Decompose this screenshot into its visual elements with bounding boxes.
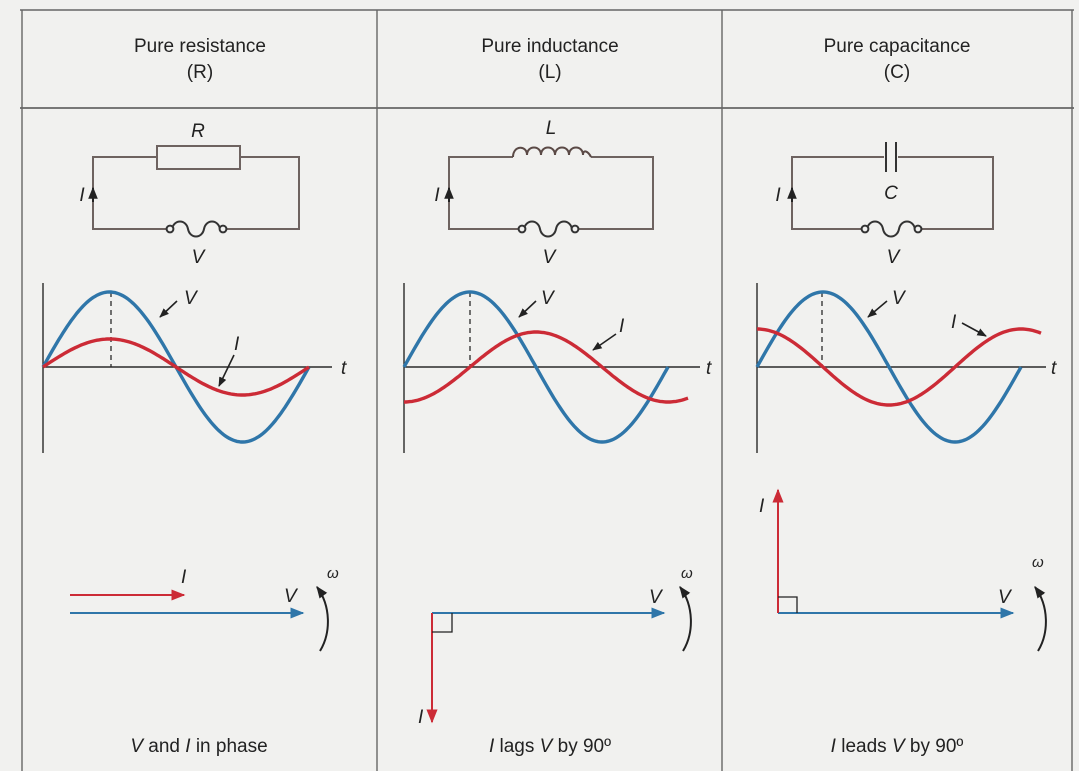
right-angle-marker [778, 596, 798, 613]
phasor-i-label-capacitance: I [759, 496, 765, 517]
resistor-symbol [156, 145, 241, 170]
peak-markers [110, 292, 823, 367]
time-axis-label-inductance: t [706, 358, 712, 379]
current-wave-resistance [42, 337, 310, 397]
wave-pointers [159, 300, 987, 387]
ac-source-symbol [523, 220, 573, 238]
rotation-arrow-icon [679, 586, 692, 652]
circuit-current-label-capacitance: I [775, 185, 781, 206]
voltage-wave-capacitance [755, 290, 1023, 444]
phasor-v-label-resistance: V [284, 586, 299, 607]
omega-label-resistance: ω [327, 565, 339, 582]
caption-inductance: I lags V by 90º [489, 736, 611, 757]
phasor-i-label-resistance: I [181, 567, 187, 588]
circuit-source-label-resistance: V [192, 247, 207, 268]
time-axis-label-resistance: t [341, 358, 347, 379]
time-axis-label-capacitance: t [1051, 358, 1057, 379]
omega-label-capacitance: ω [1032, 554, 1044, 571]
component-label-resistance: R [191, 121, 205, 142]
phasor-i-label-inductance: I [418, 707, 424, 728]
ac-source-symbol [171, 220, 221, 238]
rotation-arrow-icon [1034, 586, 1047, 652]
rotation-arrow-icon [316, 586, 329, 652]
right-angle-marker [432, 613, 453, 633]
phasor-v-label-inductance: V [649, 587, 664, 608]
wave-v-label-resistance: V [184, 288, 199, 309]
ac-source-symbol [866, 220, 916, 238]
current-wave-capacitance [757, 327, 1042, 407]
circuit-resistance [88, 145, 300, 238]
current-wave-inductance [404, 330, 689, 404]
component-label-capacitance: C [884, 183, 898, 204]
caption-capacitance: I leads V by 90º [831, 736, 964, 757]
wave-axes [42, 283, 1046, 453]
wave-i-label-inductance: I [619, 316, 625, 337]
circuit-source-label-inductance: V [543, 247, 558, 268]
circuit-source-label-capacitance: V [887, 247, 902, 268]
voltage-wave-inductance [402, 290, 670, 444]
circuit-current-label-resistance: I [79, 185, 85, 206]
circuit-current-label-inductance: I [434, 185, 440, 206]
caption-resistance: V and I in phase [130, 736, 267, 757]
header-symbol-inductance: (L) [538, 62, 561, 83]
header-symbol-resistance: (R) [187, 62, 213, 83]
phasor-v-label-capacitance: V [998, 587, 1013, 608]
component-label-inductance: L [546, 118, 557, 139]
circuit-inductance [444, 146, 654, 238]
wave-v-label-inductance: V [541, 288, 556, 309]
header-title-resistance: Pure resistance [134, 36, 266, 57]
table-frame [20, 9, 1074, 771]
wave-i-label-capacitance: I [951, 312, 957, 333]
wave-i-label-resistance: I [234, 334, 240, 355]
omega-label-inductance: ω [681, 565, 693, 582]
inductor-coil-symbol [512, 146, 592, 158]
header-symbol-capacitance: (C) [884, 62, 910, 83]
circuit-capacitance [787, 142, 994, 238]
wave-v-label-capacitance: V [892, 288, 907, 309]
header-title-inductance: Pure inductance [481, 36, 618, 57]
header-title-capacitance: Pure capacitance [824, 36, 971, 57]
